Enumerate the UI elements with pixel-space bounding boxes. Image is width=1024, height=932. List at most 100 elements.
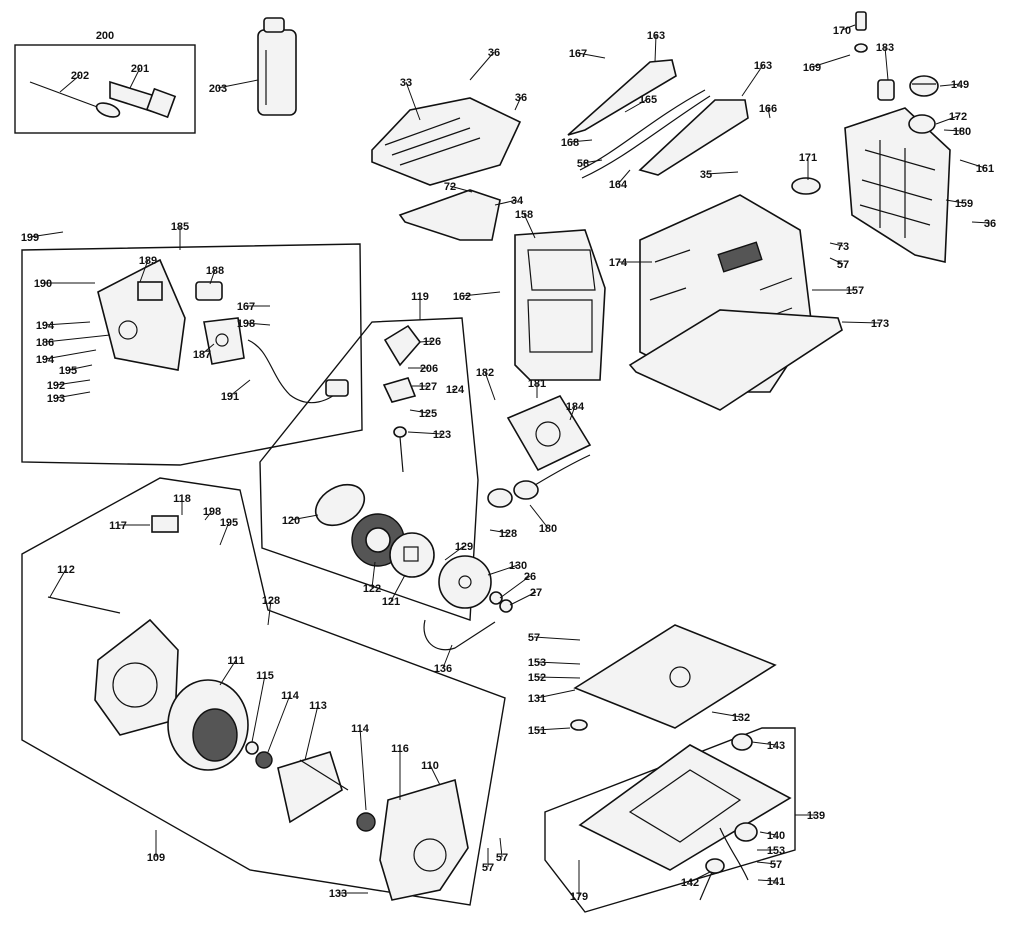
callout-label: 166 — [759, 103, 777, 115]
washer-127 — [382, 377, 417, 403]
leader-line — [711, 711, 742, 718]
end-bell-116 — [379, 778, 469, 901]
top-cover-33 — [371, 97, 522, 186]
callout-label: 163 — [647, 30, 665, 42]
leader-line — [494, 199, 518, 206]
leader-line — [251, 674, 266, 743]
control-panel-186 — [97, 258, 186, 371]
callout-label: 140 — [767, 830, 785, 842]
capacitor-117 — [151, 515, 179, 533]
foot-151 — [570, 719, 588, 731]
callout-label: 153 — [767, 845, 785, 857]
leader-line — [487, 564, 519, 576]
leader-line — [536, 676, 581, 679]
bearing-114b — [356, 812, 376, 832]
leader-line — [811, 54, 851, 68]
callout-label: 130 — [509, 560, 527, 572]
callout-label: 128 — [499, 528, 517, 540]
leader-line — [767, 107, 771, 119]
leader-line — [489, 529, 509, 534]
housing-120 — [314, 483, 366, 527]
outlet-188 — [195, 281, 223, 301]
leader-line — [945, 199, 965, 204]
callout-label: 125 — [419, 408, 437, 420]
leader-line — [529, 504, 549, 529]
reel-121 — [389, 532, 435, 578]
callout-label: 151 — [528, 725, 546, 737]
leader-line — [359, 727, 367, 811]
leader-line — [617, 169, 631, 185]
callout-label: 159 — [955, 198, 973, 210]
callout-label: 131 — [528, 693, 546, 705]
leader-line — [219, 521, 230, 546]
leader-line — [267, 599, 272, 626]
callout-label: 121 — [382, 596, 400, 608]
callout-label: 194 — [36, 320, 55, 332]
leader-line — [129, 67, 141, 89]
callout-label: 187 — [193, 349, 211, 361]
leader-line — [577, 52, 606, 59]
callout-label: 167 — [237, 301, 255, 313]
leader-line — [209, 269, 216, 285]
leader-line — [139, 259, 149, 283]
callout-label: 174 — [609, 257, 628, 269]
leader-line — [484, 371, 496, 401]
mount-143 — [731, 733, 753, 751]
callout-label: 142 — [681, 877, 699, 889]
callout-label: 198 — [203, 506, 221, 518]
leader-line — [290, 514, 319, 521]
leader-line — [829, 242, 844, 247]
leader-line — [536, 727, 571, 731]
callout-label: 58 — [577, 158, 589, 170]
leader-line — [705, 171, 739, 175]
callout-label: 157 — [846, 285, 864, 297]
rotor-113 — [277, 751, 349, 824]
screw-170 — [854, 11, 868, 53]
callout-label: 129 — [455, 541, 473, 553]
leader-line — [204, 510, 213, 521]
leader-line — [943, 129, 963, 132]
callout-label: 115 — [256, 670, 274, 682]
leader-line — [407, 431, 443, 435]
group-box-119 — [259, 317, 479, 621]
oil-bottle-203 — [257, 17, 297, 116]
fan-housing — [94, 618, 179, 736]
callout-label: 180 — [539, 523, 557, 535]
leader-line — [569, 405, 576, 421]
leader-line — [536, 689, 576, 699]
bearing-114a — [255, 751, 273, 769]
callout-label: 57 — [528, 632, 540, 644]
cap-183 — [877, 79, 895, 101]
leader-line — [841, 24, 856, 31]
callout-label: 189 — [139, 255, 157, 267]
leader-line — [219, 659, 237, 686]
callout-label: 120 — [282, 515, 300, 527]
leader-line — [841, 321, 881, 324]
callout-label: 114 — [351, 723, 370, 735]
callout-label: 114 — [281, 690, 300, 702]
leader-line — [444, 545, 465, 561]
leader-line — [751, 741, 777, 746]
pulley-130 — [438, 555, 492, 609]
callout-label: 183 — [876, 42, 894, 54]
callout-label: 57 — [496, 852, 508, 864]
callout-label: 116 — [391, 743, 409, 755]
callout-label: 200 — [96, 30, 114, 42]
callout-label: 165 — [639, 94, 657, 106]
leader-line — [29, 231, 64, 238]
leader-line — [371, 561, 376, 589]
leader-line — [449, 185, 473, 193]
leader-line — [759, 831, 777, 836]
callout-label: 192 — [47, 380, 65, 392]
callout-label: 180 — [953, 126, 971, 138]
callout-label: 113 — [309, 700, 327, 712]
leader-line — [884, 46, 889, 81]
leader-line — [419, 340, 433, 343]
hose-142 — [719, 827, 749, 881]
callout-label: 169 — [803, 62, 821, 74]
callout-label: 136 — [434, 663, 452, 675]
callout-label: 194 — [36, 354, 55, 366]
leader-line — [217, 79, 259, 89]
leader-line — [49, 568, 67, 598]
callout-label: 128 — [262, 595, 280, 607]
